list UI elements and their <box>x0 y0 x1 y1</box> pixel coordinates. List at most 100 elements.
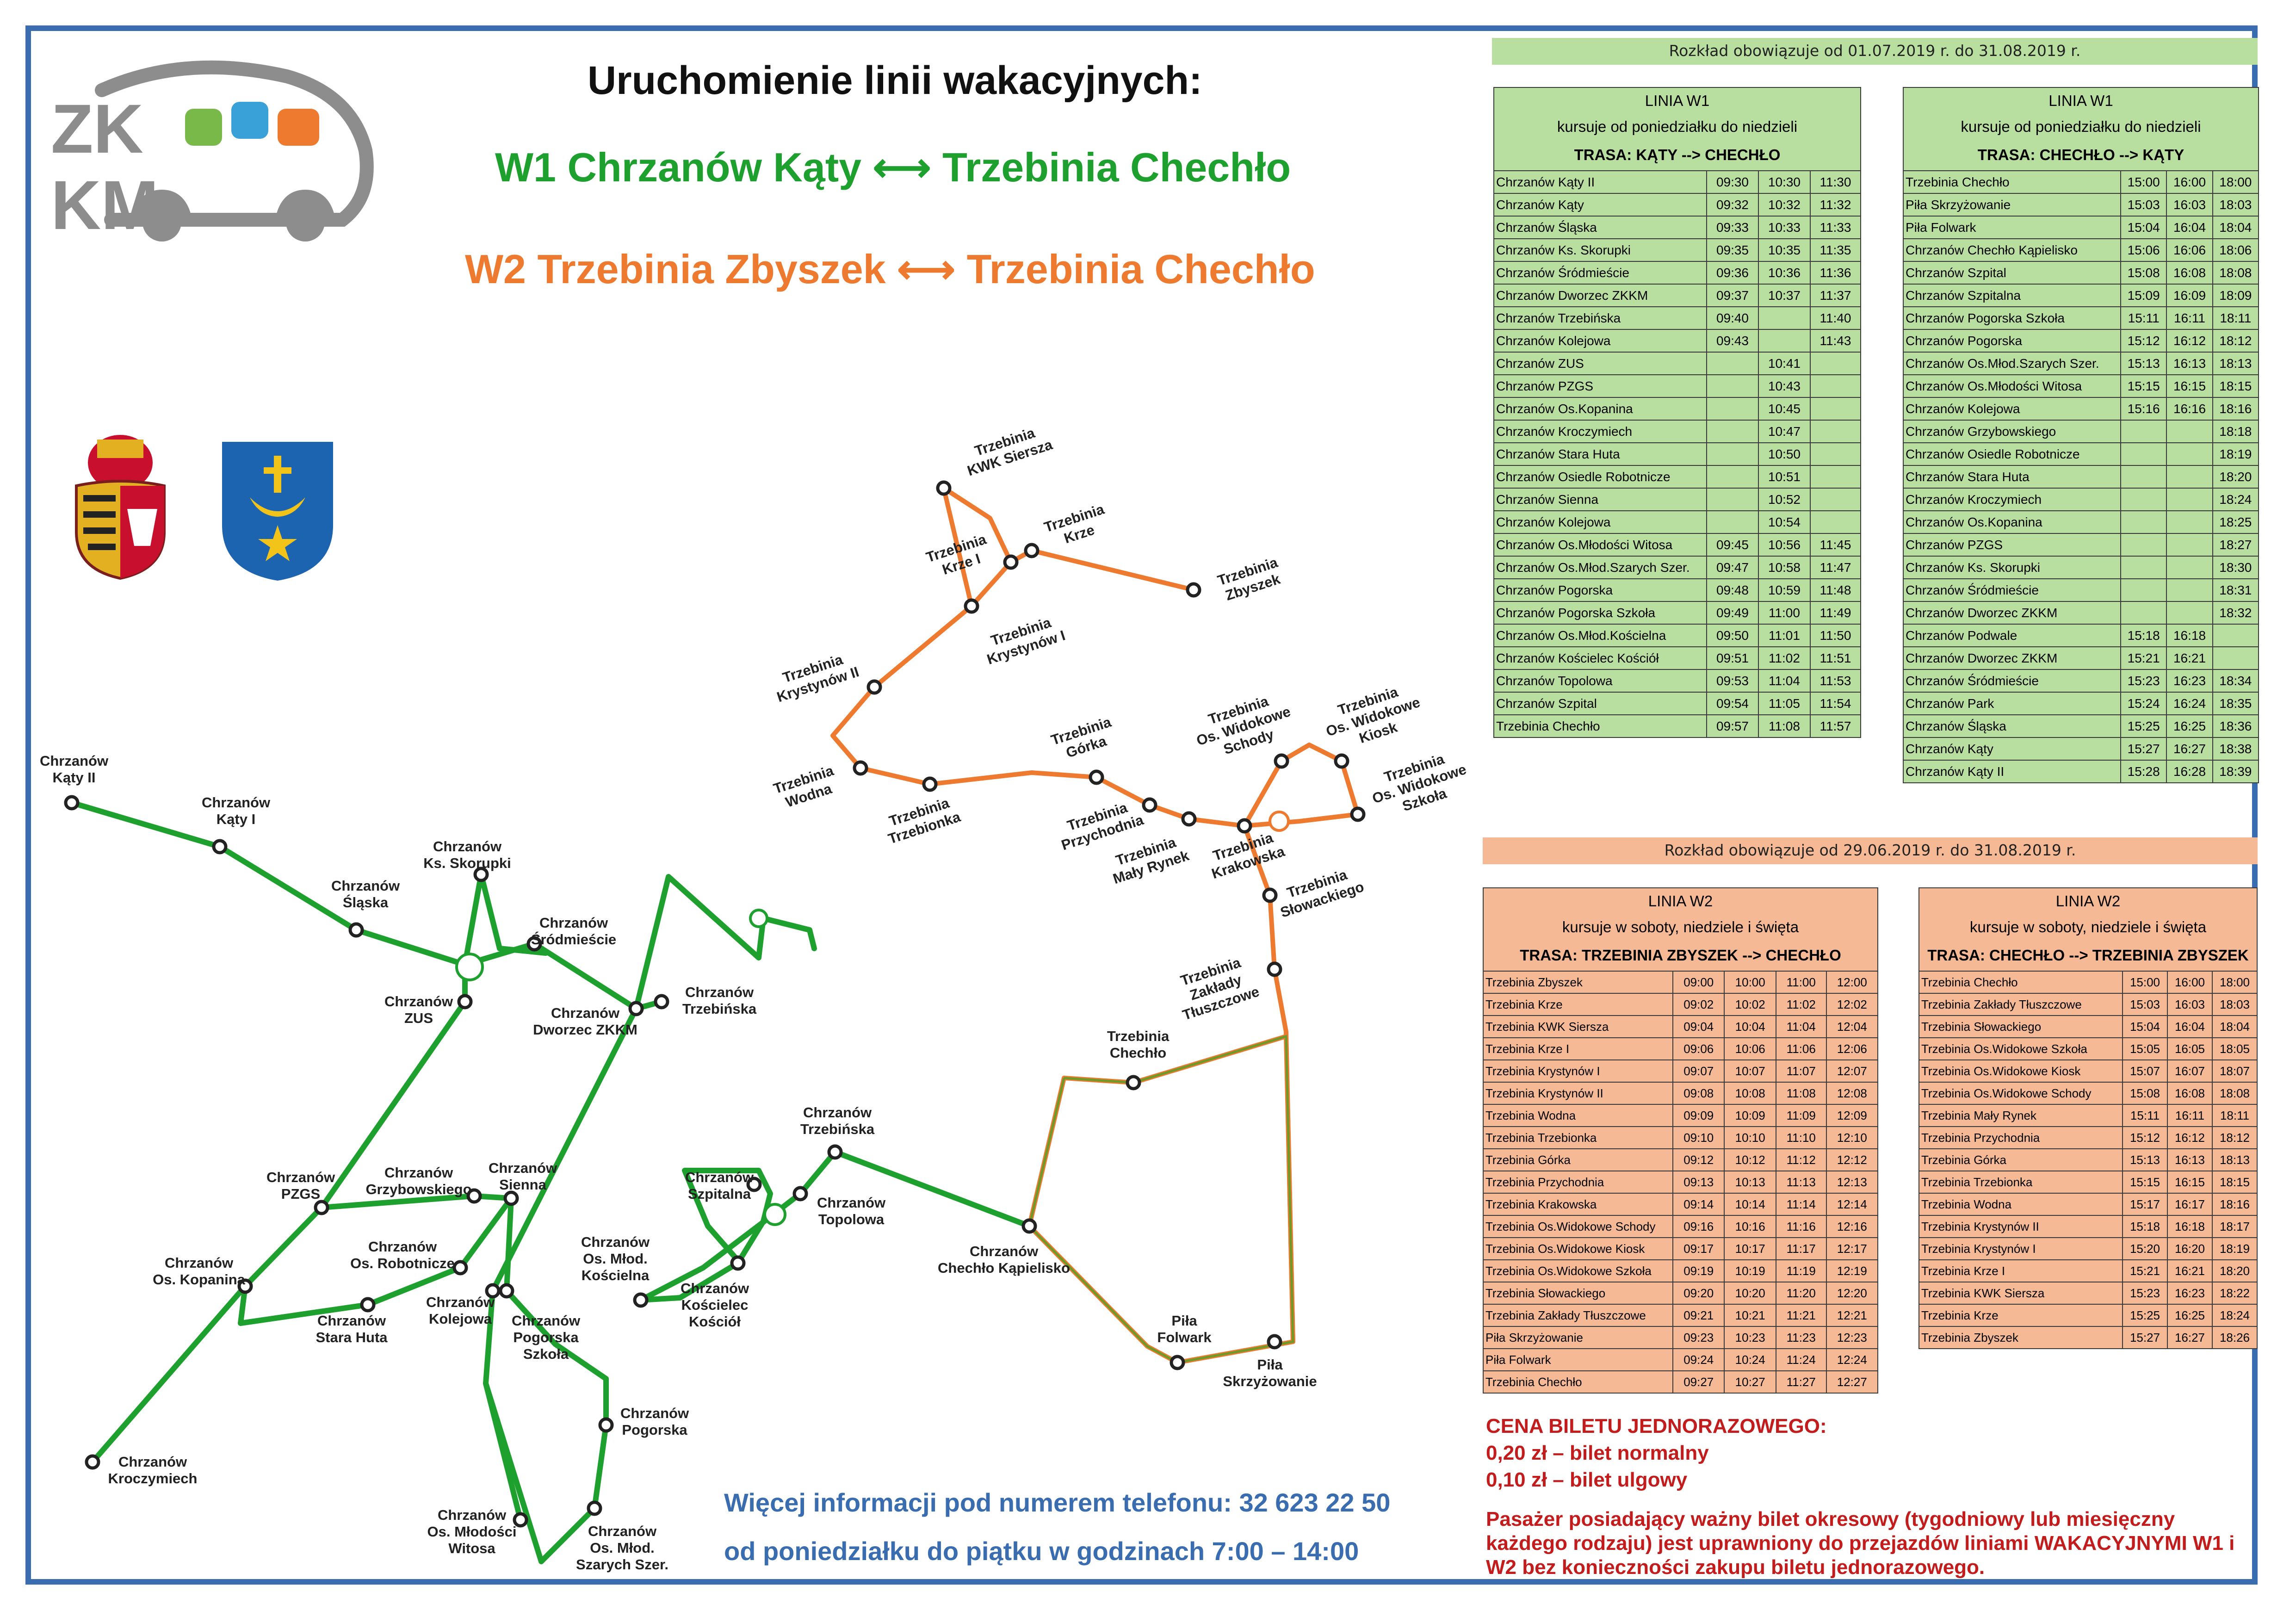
departure-time-cell: 15:08 <box>2122 1082 2168 1105</box>
w1-overlay-chechlo <box>1028 1035 1294 1364</box>
departure-time-cell: 11:35 <box>1809 238 1862 262</box>
departure-time-cell: 11:00 <box>1758 601 1811 625</box>
departure-time-cell: 09:06 <box>1672 1037 1725 1060</box>
stop-marker <box>457 994 473 1010</box>
stop-name-cell: Trzebinia Przychodnia <box>1483 1171 1673 1194</box>
stop-label-line: Szpitalna <box>688 1186 751 1202</box>
stop-marker <box>503 1190 519 1206</box>
stop-label-line: Chrzanów <box>317 1313 386 1329</box>
stop-label-line: Kościelna <box>582 1267 650 1283</box>
stop-name-cell: Trzebinia Os.Widokowe Schody <box>1483 1215 1673 1238</box>
departure-time-cell: 15:24 <box>2120 692 2167 715</box>
departure-time-cell: 18:38 <box>2212 737 2259 761</box>
stop-marker <box>628 1001 644 1016</box>
departure-time-cell <box>2166 488 2213 511</box>
departure-time-cell: 11:01 <box>1758 624 1811 647</box>
departure-time-cell: 16:13 <box>2167 1148 2213 1171</box>
departure-time-cell: 12:19 <box>1826 1259 1879 1282</box>
stop-krze: TrzebiniaKrze <box>1024 501 1107 558</box>
departure-time-cell: 11:32 <box>1809 193 1862 217</box>
departure-time-cell: 16:12 <box>2166 329 2213 353</box>
departure-time-cell: 18:22 <box>2212 1282 2258 1305</box>
stop-name-cell: Chrzanów Grzybowskiego <box>1903 420 2121 443</box>
departure-time-cell: 16:08 <box>2167 1082 2213 1105</box>
timetable-route: TRASA: TRZEBINIA ZBYSZEK --> CHECHŁO <box>1483 940 1878 972</box>
stop-name-cell: Chrzanów Dworzec ZKKM <box>1903 646 2121 670</box>
departure-time-cell <box>1758 306 1811 330</box>
departure-time-cell: 15:23 <box>2120 669 2167 693</box>
stop-marker <box>526 936 542 952</box>
departure-time-cell: 15:21 <box>2122 1259 2168 1282</box>
ticket-price-title: CENA BILETU JEDNORAZOWEGO: <box>1486 1415 1827 1437</box>
stop-label: TrzebiniaOs. WidokoweSchody <box>1189 688 1298 765</box>
stop-marker <box>314 1200 329 1215</box>
stop-marker <box>598 1417 614 1433</box>
departure-time-cell: 10:19 <box>1724 1259 1776 1282</box>
departure-time-cell: 16:25 <box>2167 1304 2213 1327</box>
departure-time-cell <box>1809 352 1862 375</box>
stop-name-cell: Piła Folwark <box>1483 1348 1673 1371</box>
stop-label-line: Chrzanów <box>266 1169 335 1185</box>
stop-name-cell: Chrzanów Śródmieście <box>1903 669 2121 693</box>
stop-label-line: Topolowa <box>818 1211 885 1227</box>
stop-label-line: Chrzanów <box>588 1523 657 1539</box>
stop-siersza: TrzebiniaKWK Siersza <box>936 424 1055 496</box>
departure-time-cell: 16:28 <box>2166 760 2213 783</box>
departure-time-cell: 16:23 <box>2167 1282 2213 1305</box>
w1-path-trzebinska <box>633 874 817 1011</box>
stop-marker <box>473 867 489 882</box>
stop-name-cell: Chrzanów Ks. Skorupki <box>1903 556 2121 579</box>
departure-time-cell: 09:32 <box>1706 193 1759 217</box>
stop-label-line: Piła <box>1257 1357 1283 1373</box>
departure-time-cell: 18:12 <box>2212 329 2259 353</box>
departure-time-cell: 11:48 <box>1809 578 1862 602</box>
departure-time-cell: 16:11 <box>2167 1104 2213 1127</box>
departure-time-cell <box>1706 420 1759 443</box>
departure-time-cell: 18:24 <box>2212 488 2259 511</box>
departure-time-cell: 09:35 <box>1706 238 1759 262</box>
departure-time-cell: 16:16 <box>2166 397 2213 421</box>
stop-name-cell: Chrzanów Pogorska <box>1903 329 2121 353</box>
departure-time-cell <box>2120 488 2167 511</box>
departure-time-cell: 12:02 <box>1826 993 1879 1016</box>
departure-time-cell: 15:04 <box>2122 1015 2168 1038</box>
stop-name-cell: Chrzanów Kolejowa <box>1493 329 1707 353</box>
departure-time-cell: 12:04 <box>1826 1015 1879 1038</box>
info-hours: od poniedziałku do piątku w godzinach 7:… <box>724 1536 1359 1566</box>
stop-name-cell: Chrzanów PZGS <box>1493 374 1707 398</box>
departure-time-cell <box>1809 465 1862 489</box>
departure-time-cell: 18:12 <box>2212 1126 2258 1149</box>
departure-time-cell: 15:00 <box>2120 170 2167 194</box>
departure-time-cell: 15:13 <box>2120 352 2167 375</box>
departure-time-cell: 09:00 <box>1672 971 1725 994</box>
departure-time-cell: 18:30 <box>2212 556 2259 579</box>
departure-time-cell: 18:05 <box>2212 1037 2258 1060</box>
departure-time-cell: 09:47 <box>1706 556 1759 579</box>
departure-time-cell: 09:45 <box>1706 533 1759 557</box>
stop-name-cell: Trzebinia Przychodnia <box>1918 1126 2123 1149</box>
departure-time-cell: 12:09 <box>1826 1104 1879 1127</box>
